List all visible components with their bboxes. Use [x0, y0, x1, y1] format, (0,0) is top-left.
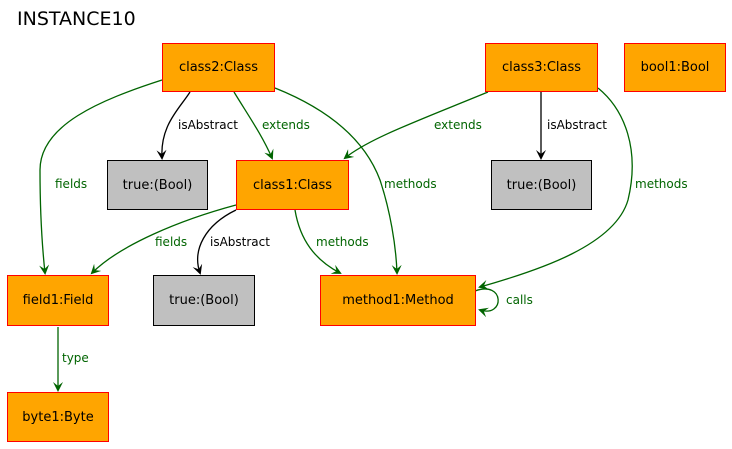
node-method1[interactable]: method1:Method — [320, 275, 476, 326]
node-true-bool-3[interactable]: true:(Bool) — [153, 275, 255, 326]
node-byte1[interactable]: byte1:Byte — [7, 392, 109, 442]
edge-label-class3-isabstract: isAbstract — [547, 118, 607, 132]
node-bool1[interactable]: bool1:Bool — [624, 43, 726, 92]
edge-label-class3-methods: methods — [635, 177, 688, 191]
edge-label-class2-extends: extends — [262, 118, 310, 132]
edge-class3-methods — [478, 87, 633, 290]
edge-class3-extends — [343, 91, 489, 160]
edge-class2-methods — [274, 87, 402, 275]
edge-class2-fields — [39, 79, 163, 275]
edge-label-method1-calls: calls — [506, 293, 533, 307]
node-true-bool-1[interactable]: true:(Bool) — [107, 160, 208, 210]
edge-label-class2-methods: methods — [384, 177, 437, 191]
node-class2[interactable]: class2:Class — [162, 43, 275, 92]
edge-class2-extends — [233, 91, 274, 160]
edge-method1-calls — [474, 288, 499, 318]
node-class3[interactable]: class3:Class — [485, 43, 598, 92]
edge-label-class2-fields: fields — [55, 177, 87, 191]
edge-class1-fields — [90, 204, 237, 275]
edge-label-class1-fields: fields — [155, 235, 187, 249]
edge-label-class2-isabstract: isAbstract — [178, 118, 238, 132]
edge-class1-methods — [294, 209, 342, 274]
node-true-bool-2[interactable]: true:(Bool) — [491, 160, 592, 210]
node-class1[interactable]: class1:Class — [236, 160, 349, 210]
edge-label-class3-extends: extends — [434, 118, 482, 132]
edge-class2-isabstract — [156, 91, 191, 160]
edge-label-class1-isabstract: isAbstract — [210, 235, 270, 249]
diagram-title: INSTANCE10 — [17, 8, 136, 30]
node-field1[interactable]: field1:Field — [7, 275, 109, 326]
edge-class1-isabstract — [192, 209, 237, 275]
edge-label-class1-methods: methods — [316, 235, 369, 249]
edge-label-field1-type: type — [62, 351, 89, 365]
